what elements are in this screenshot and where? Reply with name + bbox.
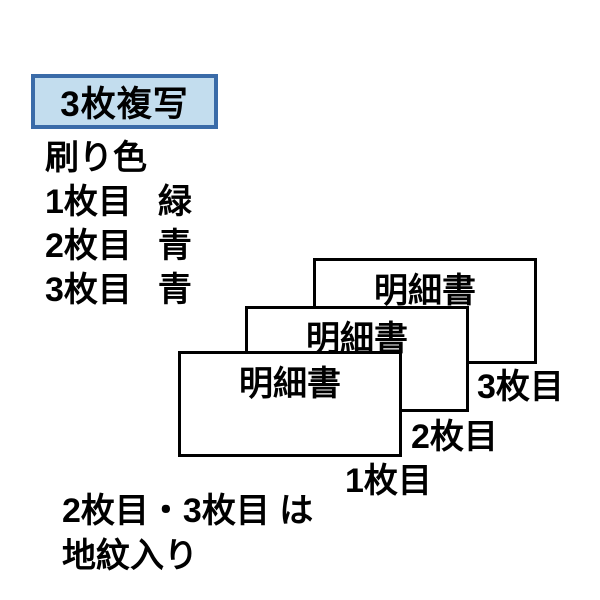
- print-color-sheet-name: 2枚目: [45, 227, 132, 265]
- footnote-line-2: 地紋入り: [62, 537, 198, 575]
- print-color-sheet-name: 1枚目: [45, 183, 132, 221]
- sheet-2-label: 2枚目: [411, 418, 498, 456]
- footnote: 2枚目・3枚目 は 地紋入り: [62, 489, 313, 579]
- print-colors-heading: 刷り色: [45, 139, 147, 177]
- sheet-3-form-title: 明細書: [374, 272, 476, 310]
- print-color-sheet-name: 3枚目: [45, 271, 132, 309]
- sheet-1-label: 1枚目: [345, 462, 432, 500]
- print-color-row: 1枚目緑: [45, 180, 192, 224]
- sheet-1-rect: 明細書: [178, 351, 402, 457]
- print-color-value: 青: [157, 271, 192, 309]
- sheet-1-form-title: 明細書: [239, 365, 341, 403]
- print-colors-list: 刷り色 1枚目緑 2枚目青 3枚目青: [45, 136, 192, 312]
- print-color-row: 2枚目青: [45, 224, 192, 268]
- title-badge: 3枚複写: [31, 74, 218, 129]
- title-badge-label: 3枚複写: [60, 85, 189, 124]
- print-color-row: 3枚目青: [45, 268, 192, 312]
- sheet-3-label: 3枚目: [477, 368, 564, 406]
- footnote-line-1: 2枚目・3枚目 は: [62, 492, 314, 530]
- print-color-value: 青: [157, 227, 192, 265]
- print-color-value: 緑: [157, 183, 192, 221]
